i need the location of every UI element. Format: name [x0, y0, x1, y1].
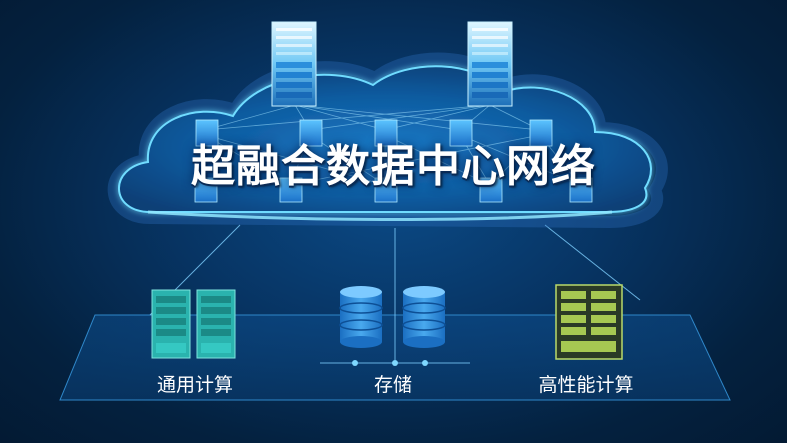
switch-node — [479, 177, 503, 203]
switch-node — [449, 119, 473, 147]
cloud-outer-glow — [107, 52, 668, 229]
storage-node-dot — [422, 360, 428, 366]
storage-label: 存储 — [373, 374, 412, 396]
switch-node — [195, 119, 219, 147]
hpc-cabinet-icon — [555, 284, 623, 360]
switch-node — [194, 177, 218, 203]
general-compute-label: 通用计算 — [156, 374, 233, 396]
switch-nodes — [194, 119, 593, 203]
mesh-lines — [204, 104, 581, 186]
hpc-label: 高性能计算 — [538, 374, 634, 396]
storage-node-dot — [392, 360, 398, 366]
switch-node — [374, 119, 398, 147]
switch-node — [299, 119, 323, 147]
top-server-rack-right — [467, 21, 513, 107]
switch-node — [279, 177, 303, 203]
switch-node — [374, 177, 398, 203]
storage-icon — [339, 286, 446, 348]
switch-node — [529, 119, 553, 147]
diagram-title: 超融合数据中心网络 — [191, 141, 596, 192]
top-server-rack-left — [271, 21, 317, 107]
general-compute-server-icon — [151, 289, 236, 359]
cloud-base-rim — [147, 210, 613, 221]
storage-node-dot — [352, 360, 358, 366]
switch-node — [569, 177, 593, 203]
